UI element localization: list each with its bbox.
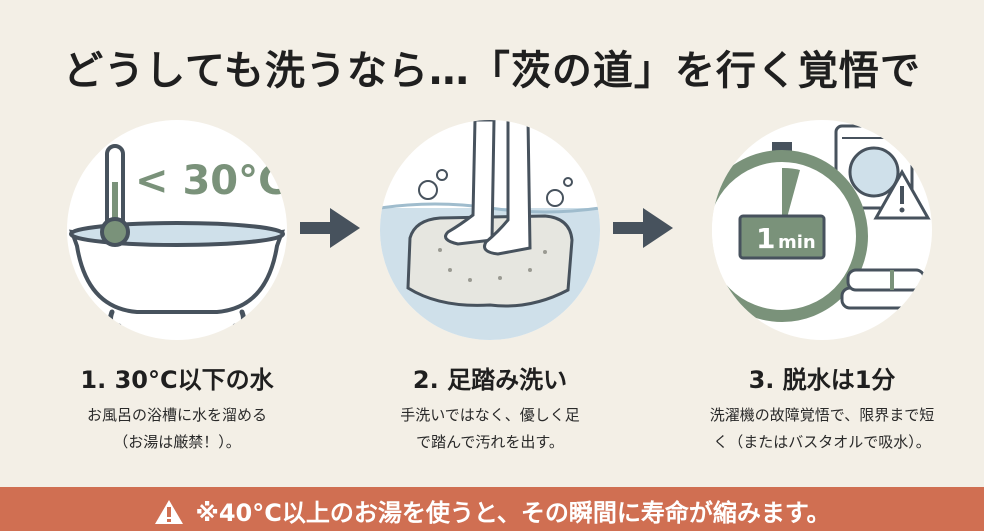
- step-1-description: お風呂の浴槽に水を溜める （お湯は厳禁！）。: [86, 406, 267, 451]
- towels-icon: [840, 268, 926, 310]
- warning-icon: [154, 500, 183, 524]
- bubbles-icon: [418, 169, 573, 207]
- page-title: どうしても洗うなら…「茨の道」を行く覚悟で: [63, 48, 921, 94]
- step-3-title: 3. 脱水は1分: [748, 366, 896, 394]
- timer-value: 1: [756, 222, 775, 255]
- step-2-illustration: [380, 120, 600, 340]
- arrow-right-icon: [300, 208, 360, 248]
- step-2-description: 手洗いではなく、優しく足 で踏んで汚れを出す。: [400, 406, 580, 451]
- warning-banner: ※40°C以上のお湯を使うと、その瞬間に寿命が縮みます。: [0, 487, 984, 531]
- temperature-badge: < 30°C: [135, 158, 287, 204]
- thermometer-icon: [100, 144, 130, 247]
- timer-unit: min: [778, 232, 816, 253]
- step-1-title: 1. 30°C以下の水: [80, 366, 274, 394]
- warning-icon: [873, 168, 931, 220]
- step-3-description: 洗濯機の故障覚悟で、限界まで短 く（またはバスタオルで吸水）。: [709, 406, 935, 451]
- feet-icon: [444, 120, 532, 256]
- step-2-title: 2. 足踏み洗い: [412, 366, 568, 394]
- arrow-right-icon: [613, 208, 673, 248]
- step-3-illustration: 1 min: [712, 120, 932, 340]
- banner-text: ※40°C以上のお湯を使うと、その瞬間に寿命が縮みます。: [195, 499, 831, 527]
- step-1-illustration: < 30°C: [67, 120, 287, 340]
- stopwatch-icon: 1 min: [712, 142, 868, 322]
